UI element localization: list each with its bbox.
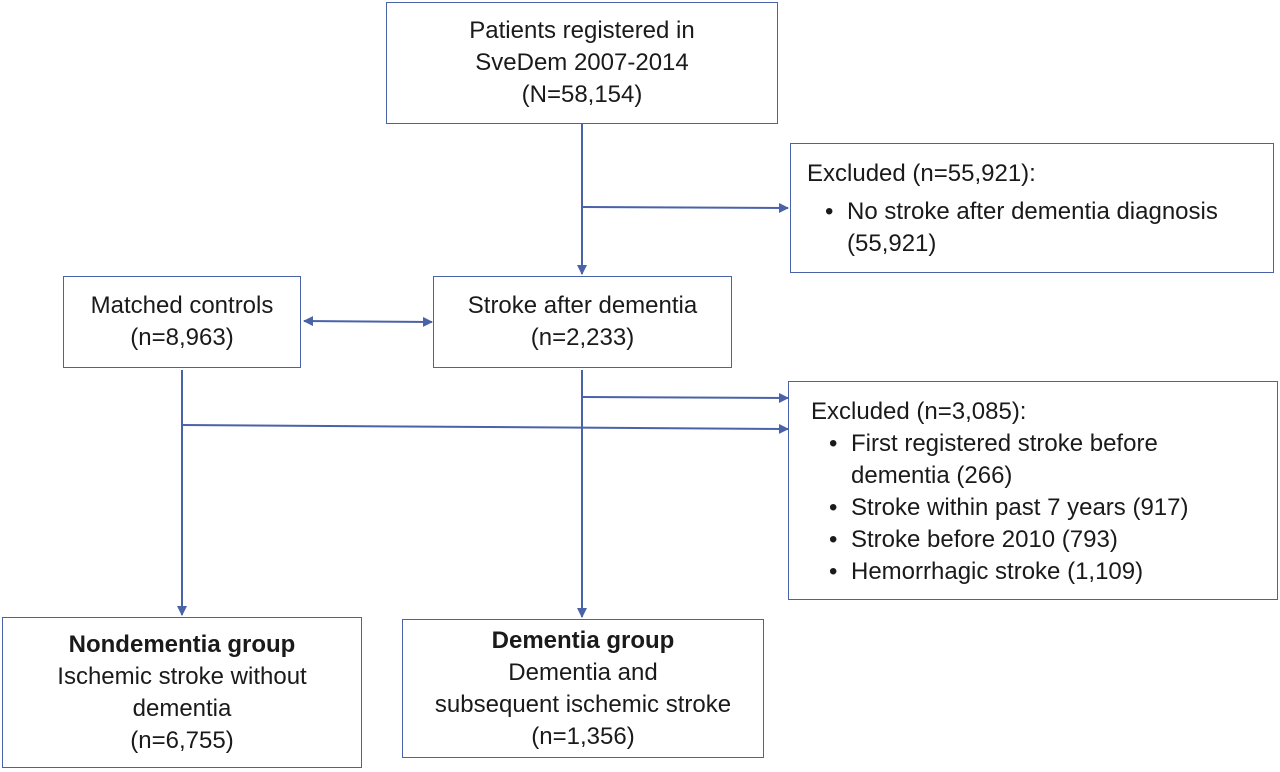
dementia-group-box: Dementia group Dementia and subsequent i… (402, 619, 764, 758)
nondementia-group-line-2: dementia (132, 694, 232, 722)
registered-line-3: (N=58,154) (521, 81, 643, 108)
excluded-2-list: First registered stroke before dementia … (805, 428, 1261, 588)
dementia-group-line-1: Dementia and (508, 658, 658, 686)
excluded-box-2: Excluded (n=3,085): First registered str… (788, 381, 1278, 600)
nondementia-group-title: Nondementia group (68, 630, 296, 658)
excluded-2-item: Hemorrhagic stroke (1,109) (829, 556, 1261, 588)
arrow-matched-to-stroke (303, 316, 433, 327)
registered-line-2: SveDem 2007-2014 (475, 49, 689, 76)
arrow-matched-to-excluded-2 (181, 423, 789, 434)
excluded-1-item: No stroke after dementia diagnosis (55,9… (825, 196, 1257, 260)
matched-controls-box: Matched controls (n=8,963) (63, 276, 301, 368)
arrow-stroke-to-excluded-2 (581, 392, 789, 403)
nondementia-group-box: Nondementia group Ischemic stroke withou… (2, 617, 362, 768)
stroke-after-dementia-count: (n=2,233) (530, 324, 635, 351)
nondementia-group-count: (n=6,755) (130, 726, 234, 754)
dementia-group-count: (n=1,356) (531, 722, 635, 750)
excluded-2-item: Stroke before 2010 (793) (829, 524, 1261, 556)
matched-controls-label: Matched controls (90, 292, 274, 319)
excluded-box-1: Excluded (n=55,921): No stroke after dem… (790, 143, 1274, 273)
excluded-1-title: Excluded (n=55,921): (807, 160, 1036, 187)
excluded-2-item: First registered stroke before dementia … (829, 428, 1261, 492)
excluded-2-item: Stroke within past 7 years (917) (829, 492, 1261, 524)
excluded-2-title: Excluded (n=3,085): (811, 398, 1027, 425)
registered-line-1: Patients registered in (469, 17, 695, 44)
dementia-group-line-2: subsequent ischemic stroke (434, 690, 732, 718)
excluded-1-list: No stroke after dementia diagnosis (55,9… (807, 196, 1257, 260)
dementia-group-title: Dementia group (491, 626, 675, 654)
stroke-after-dementia-label: Stroke after dementia (467, 292, 698, 319)
arrow-to-excluded-1 (581, 202, 789, 213)
nondementia-group-line-1: Ischemic stroke without (57, 662, 307, 690)
registered-patients-box: Patients registered in SveDem 2007-2014 … (386, 2, 778, 124)
matched-controls-count: (n=8,963) (130, 324, 234, 351)
stroke-after-dementia-box: Stroke after dementia (n=2,233) (433, 276, 732, 368)
